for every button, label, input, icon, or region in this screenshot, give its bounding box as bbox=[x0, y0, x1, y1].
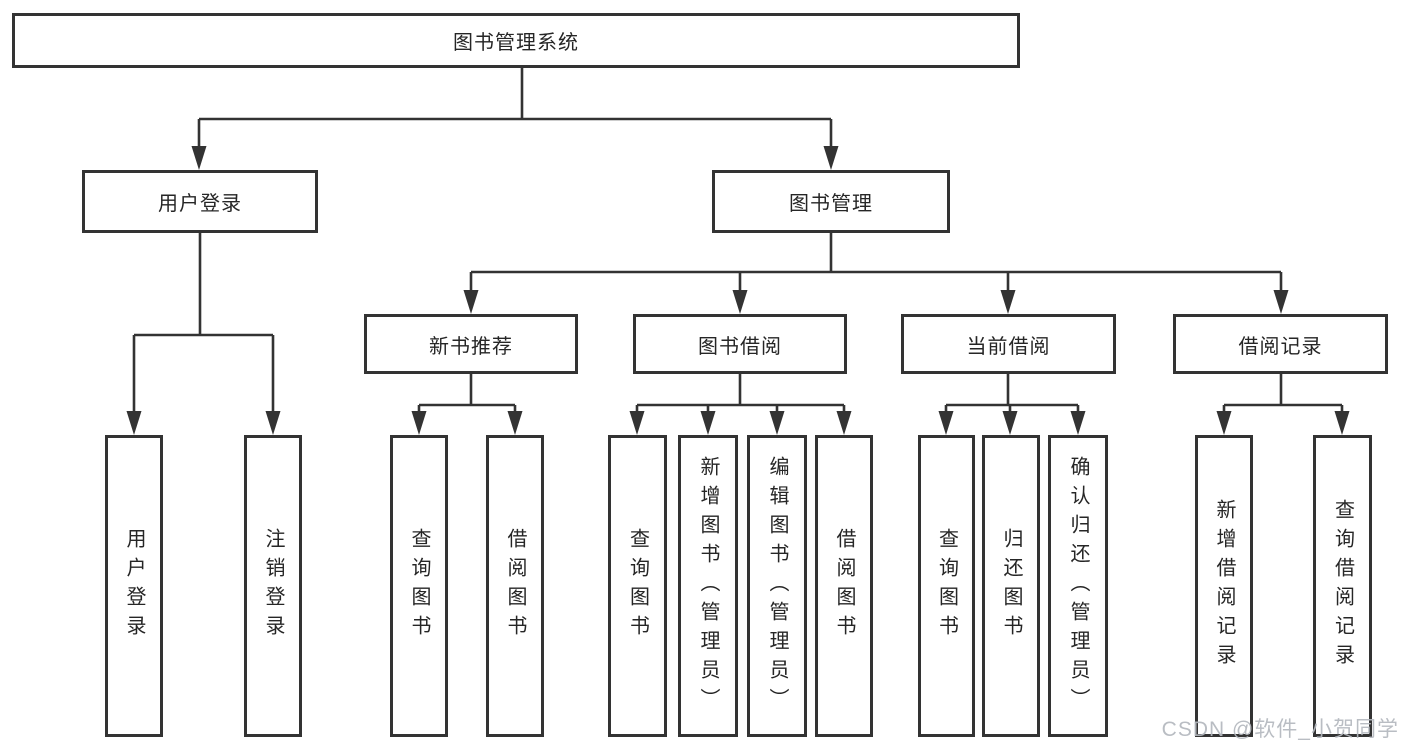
leaf-borrow-query-books: 查询图书 bbox=[608, 435, 667, 737]
leaf-current-confirm-return-admin: 确认归还（管理员） bbox=[1048, 435, 1108, 737]
node-borrow-records: 借阅记录 bbox=[1173, 314, 1388, 374]
node-book-borrow: 图书借阅 bbox=[633, 314, 847, 374]
leaf-current-query-books: 查询图书 bbox=[918, 435, 975, 737]
leaf-records-query-record: 查询借阅记录 bbox=[1313, 435, 1372, 737]
node-current-borrow: 当前借阅 bbox=[901, 314, 1116, 374]
node-new-book-recommend: 新书推荐 bbox=[364, 314, 578, 374]
node-book-management: 图书管理 bbox=[712, 170, 950, 233]
leaf-newrec-query-books: 查询图书 bbox=[390, 435, 448, 737]
leaf-borrow-edit-books-admin: 编辑图书（管理员） bbox=[747, 435, 807, 737]
leaf-user-login: 用户登录 bbox=[105, 435, 163, 737]
watermark-text: CSDN @软件_小贺同学 bbox=[1161, 718, 1399, 741]
leaf-logout: 注销登录 bbox=[244, 435, 302, 737]
node-user-login: 用户登录 bbox=[82, 170, 318, 233]
leaf-current-return-books: 归还图书 bbox=[982, 435, 1040, 737]
leaf-newrec-borrow-books: 借阅图书 bbox=[486, 435, 544, 737]
leaf-borrow-add-books-admin: 新增图书（管理员） bbox=[678, 435, 738, 737]
node-root-system: 图书管理系统 bbox=[12, 13, 1020, 68]
leaf-borrow-borrow-books: 借阅图书 bbox=[815, 435, 873, 737]
leaf-records-add-record: 新增借阅记录 bbox=[1195, 435, 1253, 737]
